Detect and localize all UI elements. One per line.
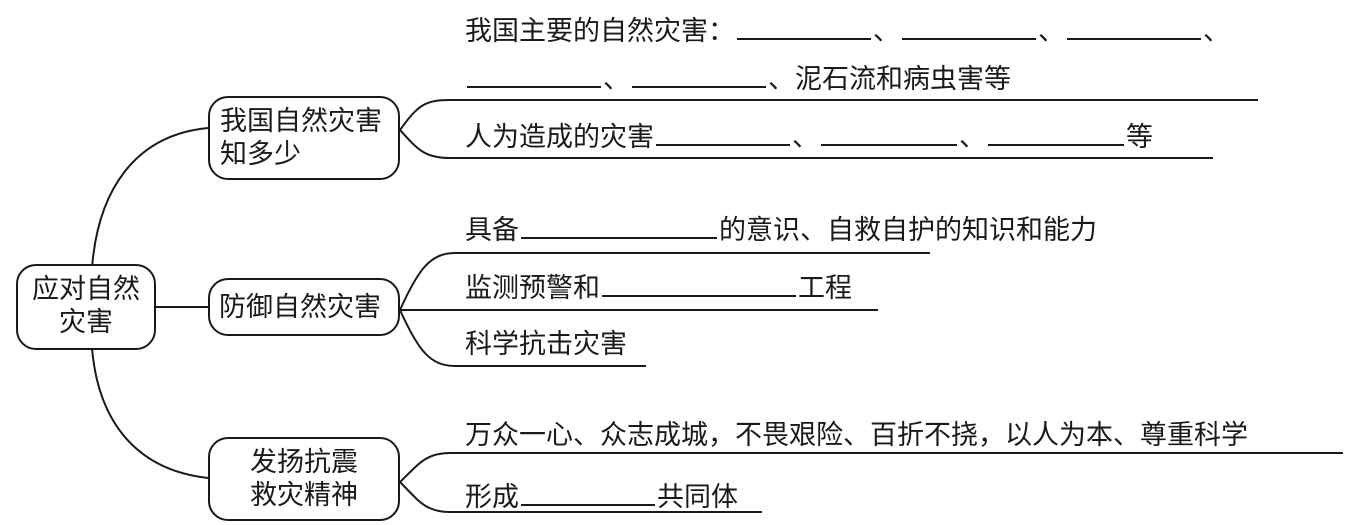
separator: 、 (792, 122, 819, 153)
branch-3-line-1: 发扬抗震 (250, 447, 358, 478)
item-spirit: 万众一心、众志成城，不畏艰险、百折不挠，以人为本、尊重科学 (465, 420, 1248, 451)
answer-blank[interactable] (821, 118, 957, 146)
item-monitoring: 监测预警和 工程 (465, 269, 852, 305)
root-node: 应对自然 灾害 (16, 264, 156, 350)
item-community: 形成 共同体 (465, 478, 738, 514)
separator: 、 (768, 64, 795, 95)
item-scientific-response: 科学抗击灾害 (465, 329, 627, 360)
connector-branch-3-item-2 (399, 481, 762, 513)
connector-root-to-branch-3 (91, 347, 209, 479)
connector-branch-2-item-3 (399, 309, 646, 367)
answer-blank[interactable] (521, 478, 655, 506)
separator: 、 (603, 64, 630, 95)
answer-blank[interactable] (988, 118, 1124, 146)
answer-blank[interactable] (656, 118, 790, 146)
separator: 、 (959, 122, 986, 153)
answer-blank[interactable] (902, 12, 1036, 40)
connector-branch-1-item-2 (399, 129, 1213, 159)
separator: 、 (1038, 16, 1065, 47)
branch-3-line-2: 救灾精神 (250, 480, 358, 511)
answer-blank[interactable] (1067, 12, 1201, 40)
item-main-disasters-line-2: 、、泥石流和病虫害等 (465, 60, 1011, 96)
item-awareness-suffix: 的意识、自救自护的知识和能力 (719, 215, 1097, 246)
branch-1-line-2: 知多少 (220, 139, 301, 170)
branch-1-node: 我国自然灾害 知多少 (208, 96, 400, 180)
connector-root-to-branch-1 (91, 127, 209, 269)
item-main-disasters-line-1: 我国主要的自然灾害： 、 、 、 (465, 12, 1230, 48)
item-main-disasters-suffix: 泥石流和病虫害等 (795, 64, 1011, 95)
branch-3-node: 发扬抗震 救灾精神 (208, 437, 400, 521)
item-main-disasters-prefix: 我国主要的自然灾害： (465, 16, 735, 47)
answer-blank[interactable] (632, 60, 766, 88)
separator: 、 (1203, 16, 1230, 47)
item-community-prefix: 形成 (465, 482, 519, 513)
connector-branch-1-item-1 (399, 99, 1258, 131)
connector-branch-3-item-1 (399, 452, 1343, 483)
root-node-line-1: 应对自然 (32, 274, 140, 305)
answer-blank[interactable] (521, 211, 717, 239)
connector-branch-2-item-1 (399, 252, 930, 311)
item-human-disasters-suffix: 等 (1126, 122, 1153, 153)
branch-1-line-1: 我国自然灾害 (220, 106, 382, 137)
item-awareness: 具备 的意识、自救自护的知识和能力 (465, 211, 1097, 247)
answer-blank[interactable] (467, 60, 601, 88)
separator: 、 (873, 16, 900, 47)
item-monitoring-prefix: 监测预警和 (465, 273, 600, 304)
branch-2-node: 防御自然灾害 (208, 278, 400, 336)
item-community-suffix: 共同体 (657, 482, 738, 513)
branch-2-line-1: 防御自然灾害 (219, 292, 381, 323)
answer-blank[interactable] (602, 269, 796, 297)
item-monitoring-suffix: 工程 (798, 273, 852, 304)
answer-blank[interactable] (737, 12, 871, 40)
item-human-disasters-prefix: 人为造成的灾害 (465, 122, 654, 153)
item-awareness-prefix: 具备 (465, 215, 519, 246)
root-node-line-2: 灾害 (59, 307, 113, 338)
item-human-disasters: 人为造成的灾害 、 、 等 (465, 118, 1153, 154)
